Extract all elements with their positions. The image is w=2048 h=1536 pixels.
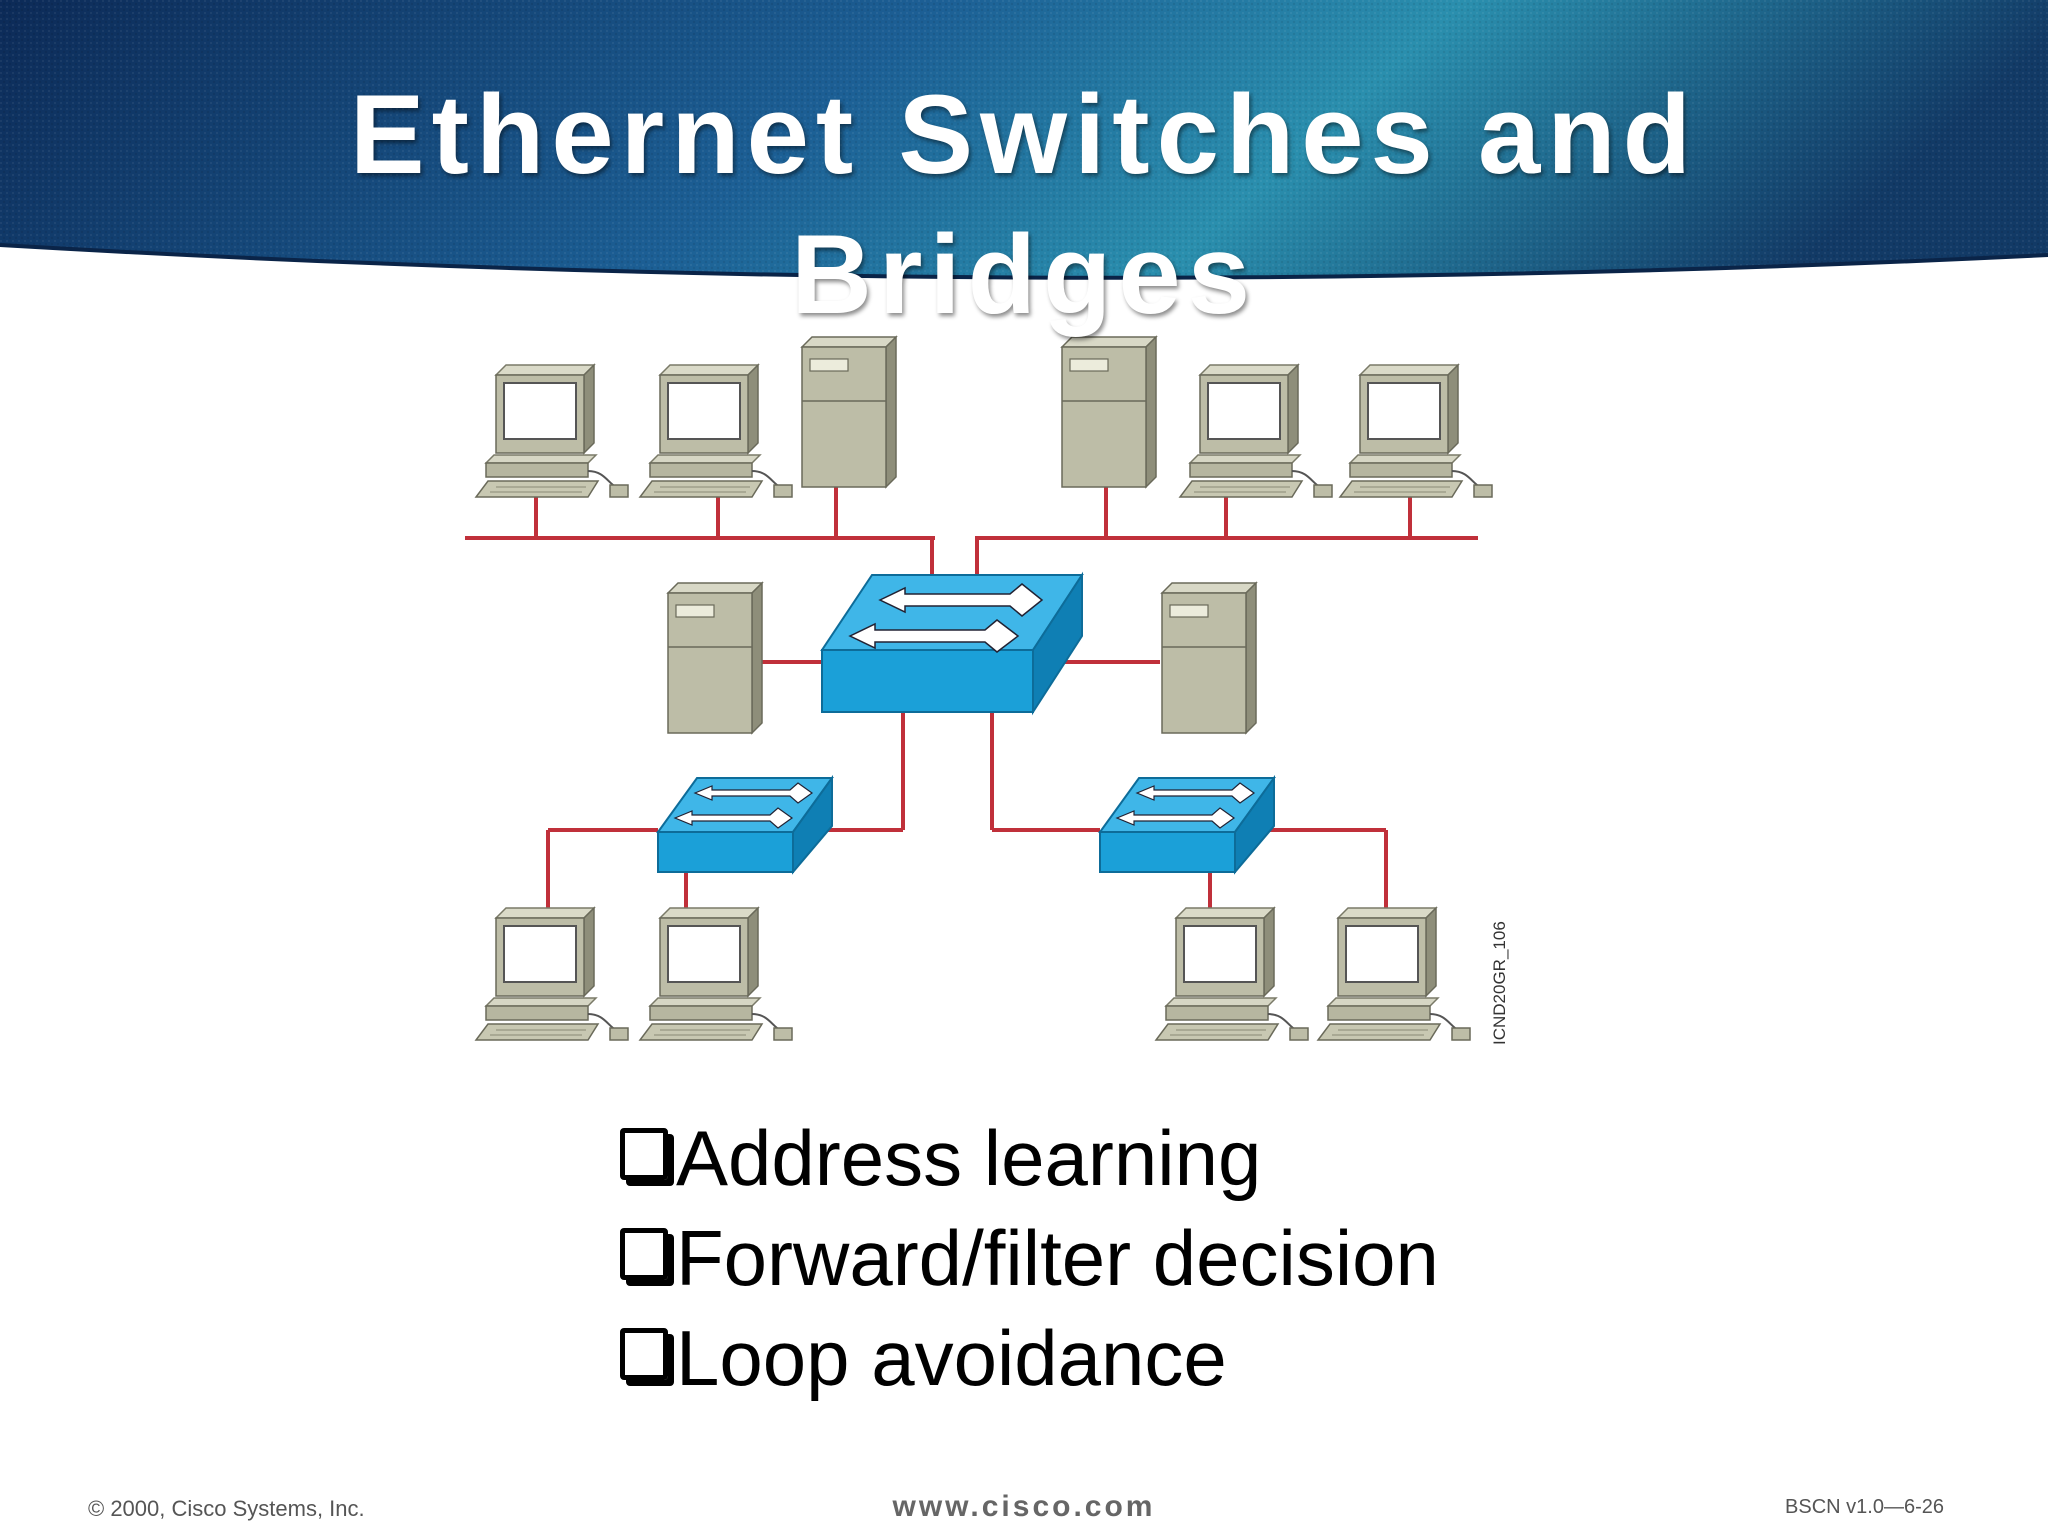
workstation-icon	[639, 364, 793, 498]
bullet-item: Forward/filter decision	[620, 1208, 1439, 1308]
workstation-icon	[1339, 364, 1493, 498]
bullet-text: Forward/filter decision	[676, 1213, 1439, 1302]
footer-copyright: © 2000, Cisco Systems, Inc.	[88, 1496, 365, 1521]
switch-left-icon	[656, 774, 834, 875]
server-icon	[1061, 336, 1157, 488]
core-switch-icon	[820, 571, 1084, 716]
checkbox-bullet-icon	[620, 1328, 668, 1380]
checkbox-bullet-icon	[620, 1128, 668, 1180]
bullet-text: Loop avoidance	[676, 1313, 1227, 1402]
figure-id-label: ICND20GR_106	[1490, 921, 1509, 1045]
workstation-icon	[1155, 907, 1309, 1041]
footer-page-ref: BSCN v1.0—6-26	[1785, 1496, 1944, 1518]
header-banner	[0, 0, 2048, 280]
workstation-icon	[475, 364, 629, 498]
bullet-item: Loop avoidance	[620, 1308, 1439, 1408]
footer-site: www.cisco.com	[892, 1490, 1156, 1523]
server-icon	[667, 582, 763, 734]
server-icon	[801, 336, 897, 488]
bullet-text: Address learning	[676, 1113, 1262, 1202]
slide-title-line-2: Bridges	[791, 212, 1257, 337]
slide-title-line-1: Ethernet Switches and	[349, 72, 1699, 197]
workstation-icon	[1179, 364, 1333, 498]
bullet-item: Address learning	[620, 1108, 1439, 1208]
checkbox-bullet-icon	[620, 1228, 668, 1280]
workstation-icon	[475, 907, 629, 1041]
workstation-icon	[1317, 907, 1471, 1041]
server-icon	[1161, 582, 1257, 734]
switch-right-icon	[1098, 774, 1276, 875]
network-links	[465, 486, 1478, 918]
workstation-icon	[639, 907, 793, 1041]
bullet-list: Address learning Forward/filter decision…	[620, 1108, 1439, 1408]
